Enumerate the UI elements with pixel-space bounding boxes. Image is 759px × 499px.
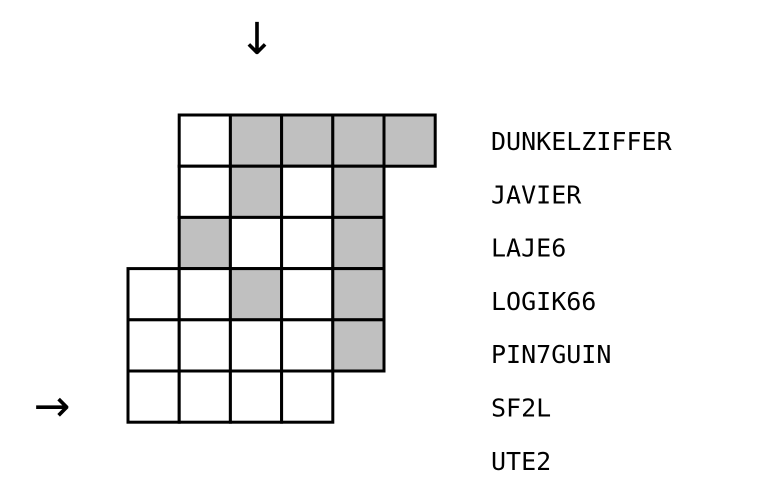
grid-cell-filled[interactable] bbox=[280, 113, 335, 168]
grid-cell-filled[interactable] bbox=[382, 113, 437, 168]
grid-cell-filled[interactable] bbox=[228, 113, 284, 168]
grid-cell-empty[interactable] bbox=[177, 369, 232, 424]
grid-cell-empty[interactable] bbox=[280, 215, 335, 271]
word-list-item: PIN7GUIN bbox=[491, 340, 611, 369]
grid-cell-filled[interactable] bbox=[331, 267, 386, 322]
grid-cell-filled[interactable] bbox=[331, 215, 386, 271]
word-list-item: SF2L bbox=[491, 394, 551, 423]
row-arrow-right-icon: → bbox=[34, 381, 71, 432]
word-list-item: LOGIK66 bbox=[491, 287, 596, 316]
grid-cell-empty[interactable] bbox=[126, 318, 181, 373]
grid-cell-empty[interactable] bbox=[280, 267, 335, 322]
grid-cell-filled[interactable] bbox=[331, 318, 386, 373]
grid-cell-empty[interactable] bbox=[177, 164, 232, 219]
word-list-item: JAVIER bbox=[491, 180, 582, 209]
grid-cell-filled[interactable] bbox=[228, 267, 284, 322]
grid-cell-filled[interactable] bbox=[331, 164, 386, 219]
grid-cell-empty[interactable] bbox=[126, 267, 181, 322]
grid-cell-empty[interactable] bbox=[228, 369, 284, 424]
puzzle-grid bbox=[126, 113, 437, 424]
word-list-item: LAJE6 bbox=[491, 234, 566, 263]
grid-cell-empty[interactable] bbox=[280, 369, 335, 424]
grid-cell-empty[interactable] bbox=[280, 318, 335, 373]
grid-cell-empty[interactable] bbox=[177, 113, 232, 168]
grid-cell-filled[interactable] bbox=[177, 215, 232, 271]
grid-cell-empty[interactable] bbox=[280, 164, 335, 219]
grid-cell-filled[interactable] bbox=[331, 113, 386, 168]
grid-cell-empty[interactable] bbox=[228, 215, 284, 271]
grid-cell-empty[interactable] bbox=[228, 318, 284, 373]
grid-cell-empty[interactable] bbox=[177, 318, 232, 373]
grid-cell-filled[interactable] bbox=[228, 164, 284, 219]
grid-cell-empty[interactable] bbox=[177, 267, 232, 322]
column-arrow-down-icon: ↓ bbox=[239, 14, 276, 65]
word-list-item: UTE2 bbox=[491, 447, 551, 476]
word-list-item: DUNKELZIFFER bbox=[491, 127, 673, 156]
grid-cell-empty[interactable] bbox=[126, 369, 181, 424]
